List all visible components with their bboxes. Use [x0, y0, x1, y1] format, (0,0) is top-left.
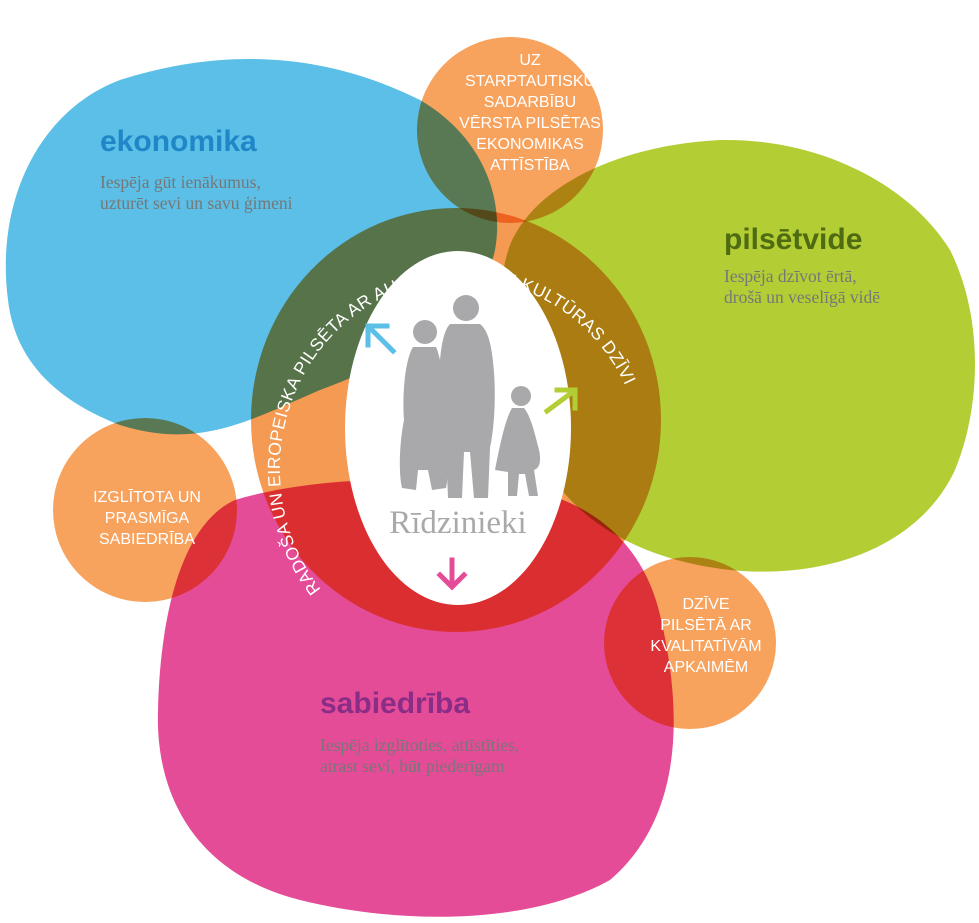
bubble-line: KVALITATĪVĀM — [650, 637, 761, 655]
sabiedriba-desc: Iespēja izglītoties, attīstīties, atrast… — [320, 735, 524, 776]
bubble-line: VĒRSTA PILSĒTAS — [459, 114, 601, 132]
pilsetvide-desc: Iespēja dzīvot ērtā, drošā un veselīgā v… — [724, 266, 880, 307]
bubble-line: UZ — [519, 52, 541, 69]
bubble-line: SADARBĪBU — [484, 93, 576, 111]
bubble-top-text: UZ STARPTAUTISKU SADARBĪBU VĒRSTA PILSĒTAS E… — [459, 52, 601, 174]
sabiedriba-desc-line: Iespēja izglītoties, attīstīties, — [320, 735, 519, 755]
arrow-pilsetvide-icon — [543, 387, 578, 415]
ekonomika-desc: Iespēja gūt ienākumus, uzturēt sevi un s… — [100, 172, 293, 213]
bubble-line: SABIEDRĪBA — [99, 530, 195, 548]
pilsetvide-desc-line: Iespēja dzīvot ērtā, — [724, 266, 857, 286]
sabiedriba-desc-line: atrast sevi, būt piederīgam — [320, 756, 505, 776]
bubble-line: EKONOMIKAS — [476, 136, 584, 153]
ekonomika-title: ekonomika — [100, 125, 257, 158]
ekonomika-desc-line: Iespēja gūt ienākumus, — [100, 172, 261, 192]
pilsetvide-desc-line: drošā un veselīgā vidē — [724, 287, 880, 307]
bubble-line: IZGLĪTOTA UN — [93, 488, 201, 506]
bubble-top — [417, 37, 603, 223]
bubble-left — [53, 418, 237, 602]
ekonomika-desc-line: uzturēt sevi un savu ģimeni — [100, 193, 293, 213]
center-label: Rīdzinieki — [389, 505, 526, 541]
bubble-right-text: DZĪVE PILSĒTĀ AR KVALITATĪVĀM APKAIMĒM — [650, 595, 761, 676]
bubble-line: PRASMĪGA — [105, 509, 190, 527]
bubble-line: ATTĪSTĪBA — [490, 156, 570, 174]
sabiedriba-title: sabiedrība — [320, 687, 470, 720]
bubble-line: PILSĒTĀ AR — [660, 616, 752, 634]
arrow-ekonomika-icon — [365, 323, 397, 355]
arrow-sabiedriba-icon — [436, 557, 468, 591]
bubble-left-text: IZGLĪTOTA UN PRASMĪGA SABIEDRĪBA — [93, 488, 201, 548]
family-figures-icon — [399, 295, 541, 498]
bubble-line: DZĪVE — [682, 595, 729, 613]
pilsetvide-title: pilsētvide — [724, 223, 862, 256]
bubble-line: STARPTAUTISKU — [465, 73, 595, 90]
bubble-line: APKAIMĒM — [664, 658, 748, 676]
bubble-right — [604, 557, 776, 729]
